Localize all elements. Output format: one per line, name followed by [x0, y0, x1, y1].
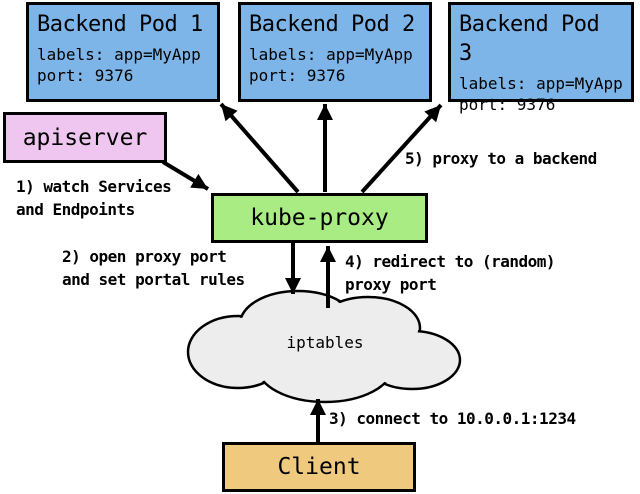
apiserver-node: apiserver	[3, 112, 167, 163]
iptables-cloud	[186, 289, 462, 404]
kube-proxy-label: kube-proxy	[250, 205, 389, 231]
iptables-label: iptables	[286, 333, 364, 352]
pod-title: Backend Pod 1	[37, 12, 203, 37]
arrow-step5-kubeproxy-to-pod3	[360, 103, 443, 194]
backend-pod-3-node: Backend Pod 3 labels: app=MyApp port: 93…	[448, 2, 634, 114]
backend-pod-1-node: Backend Pod 1 labels: app=MyApp port: 93…	[26, 2, 220, 102]
pod-port-line: port: 9376	[459, 95, 556, 114]
apiserver-label: apiserver	[22, 124, 148, 151]
step-3-label: 3) connect to 10.0.0.1:1234	[329, 409, 576, 428]
pod-title: Backend Pod 2	[249, 12, 415, 37]
step-5-label: 5) proxy to a backend	[405, 149, 597, 168]
pod-title: Backend Pod 3	[459, 12, 600, 66]
pod-port-line: port: 9376	[37, 66, 134, 85]
pod-labels-line: labels: app=MyApp	[459, 74, 623, 93]
step-4-label: 4) redirect to (random) proxy port	[345, 252, 556, 294]
pod-port-line: port: 9376	[249, 66, 346, 85]
pod-labels-line: labels: app=MyApp	[37, 45, 201, 64]
step-1-label: 1) watch Services and Endpoints	[16, 177, 172, 219]
client-node: Client	[222, 442, 416, 492]
step-2-label: 2) open proxy port and set portal rules	[62, 247, 245, 289]
kube-proxy-node: kube-proxy	[211, 193, 428, 243]
arrow-step1-apiserver-to-kubeproxy	[161, 160, 210, 191]
backend-pod-2-node: Backend Pod 2 labels: app=MyApp port: 93…	[238, 2, 432, 102]
pod-labels-line: labels: app=MyApp	[249, 45, 413, 64]
arrow-kubeproxy-to-pod1	[219, 102, 300, 194]
client-label: Client	[277, 454, 361, 480]
